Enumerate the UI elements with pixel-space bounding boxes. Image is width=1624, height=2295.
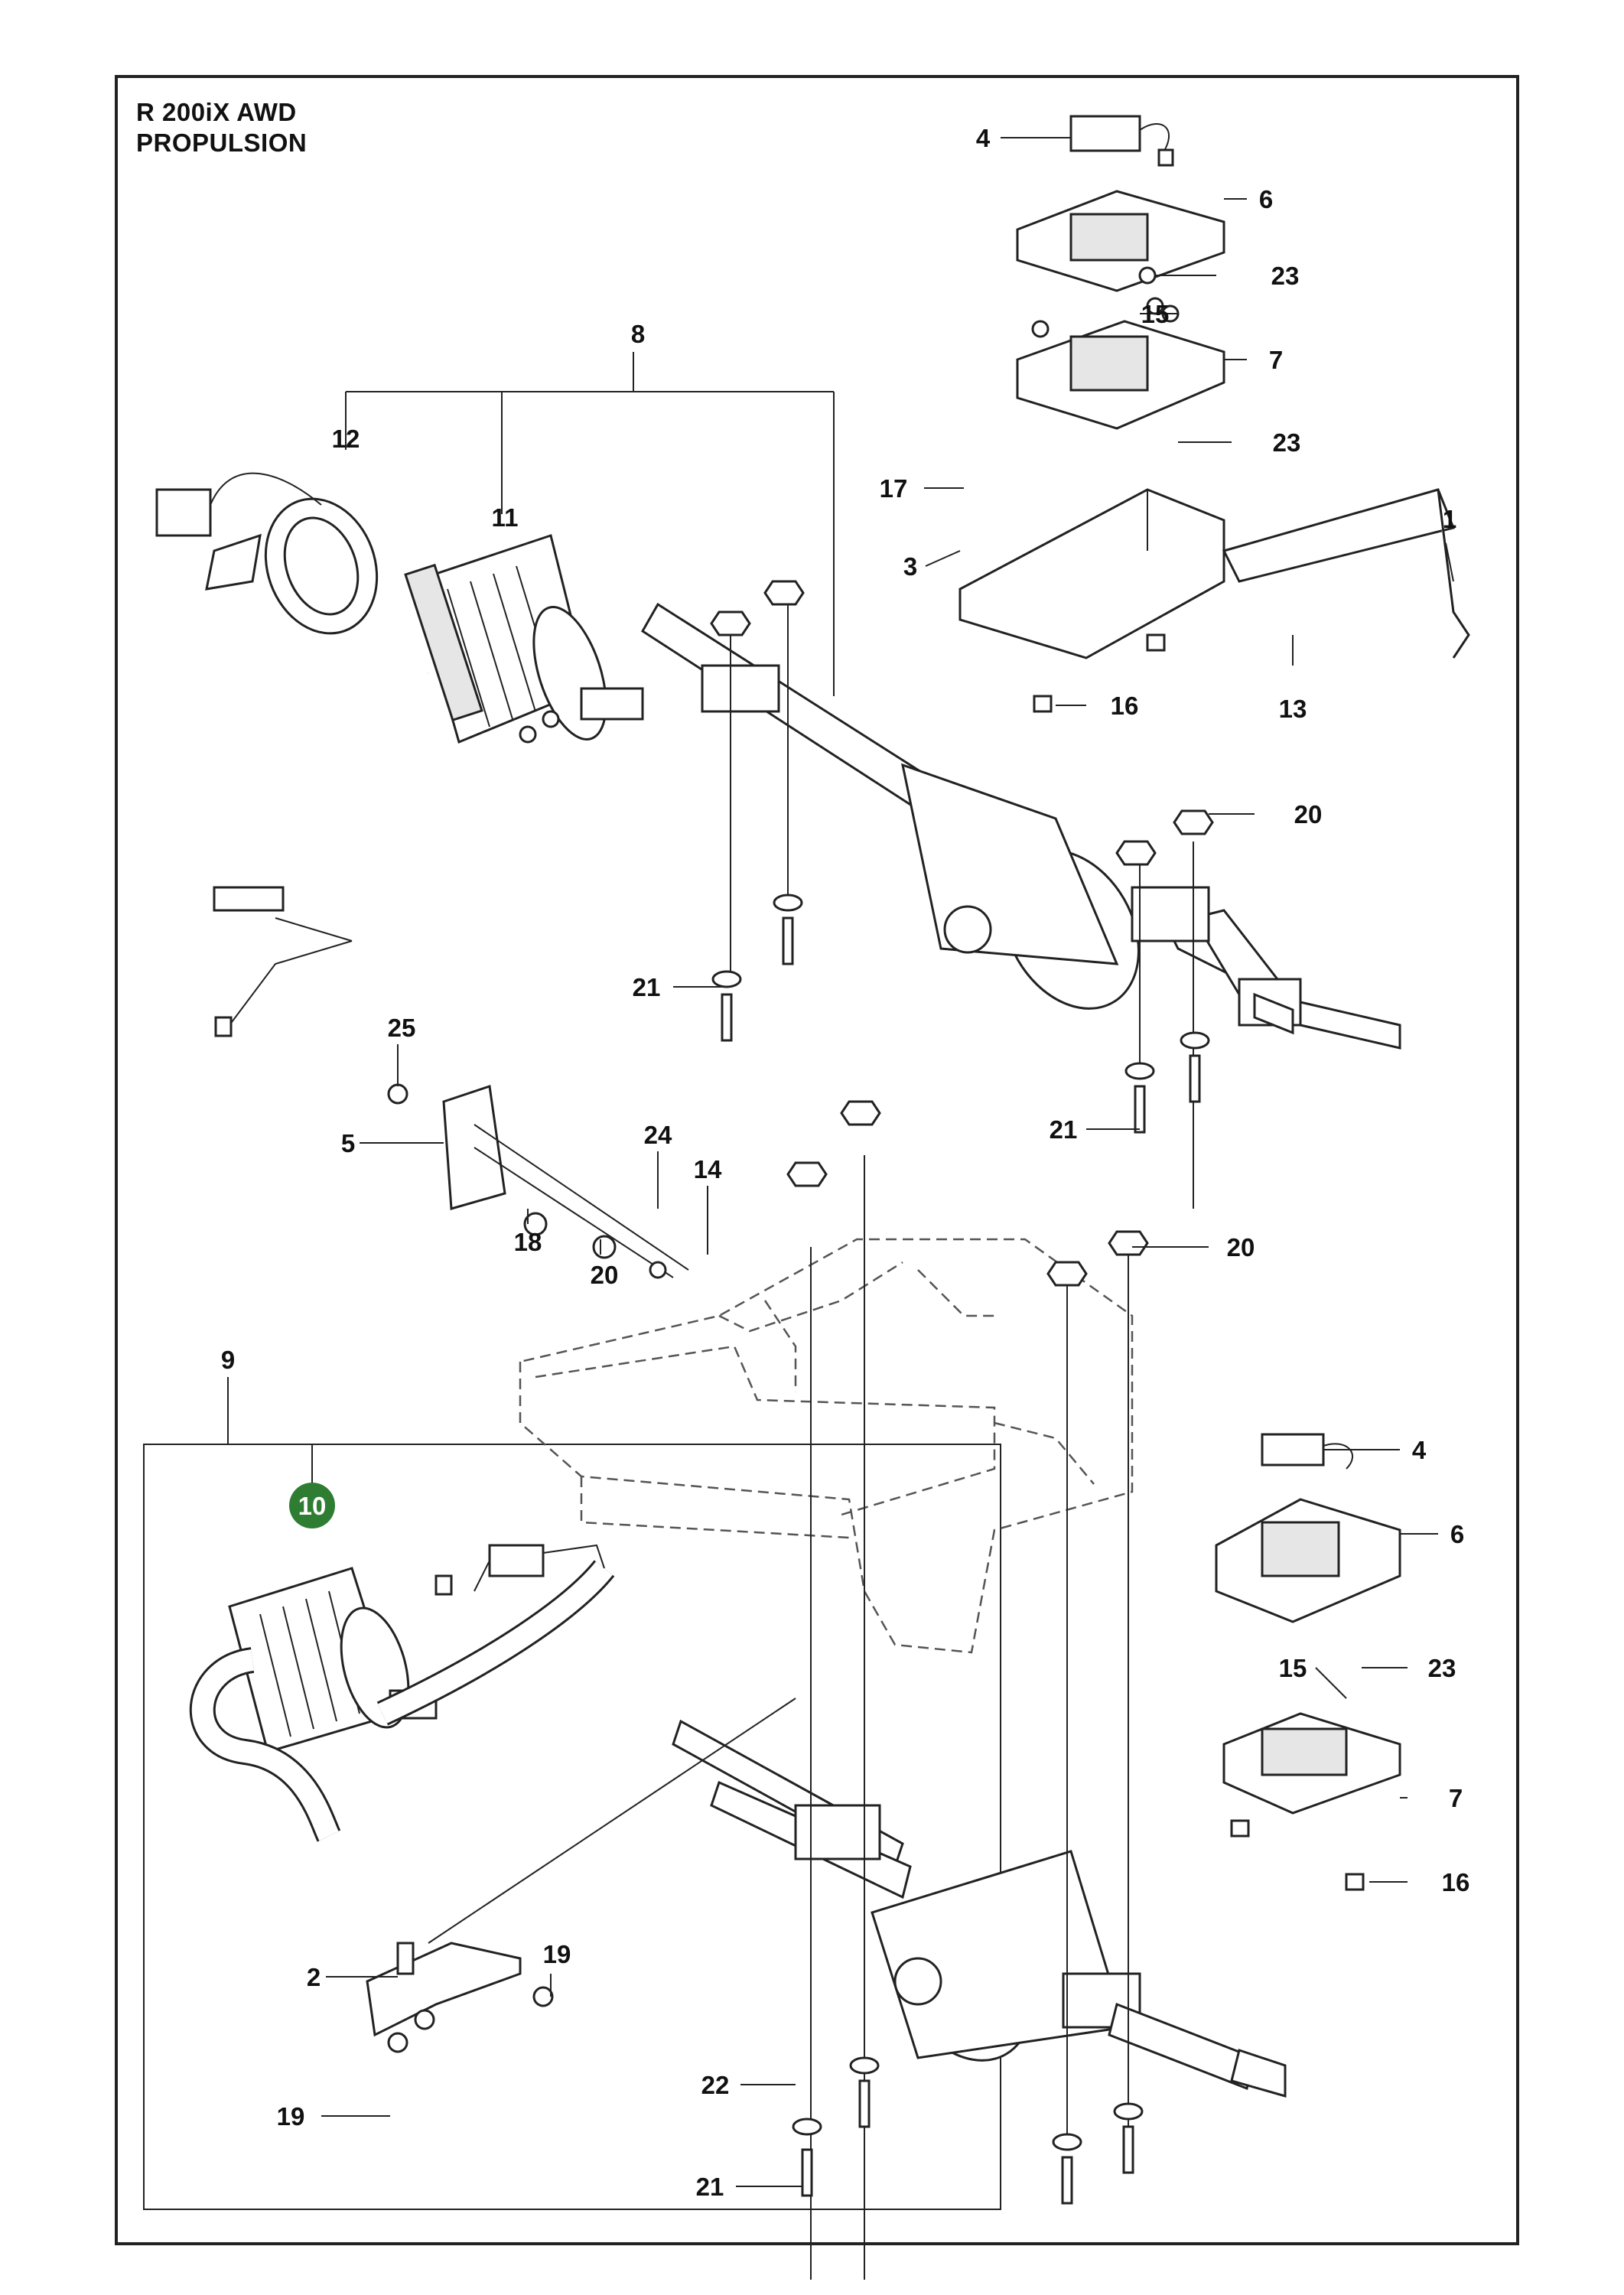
bracket-5 <box>387 1083 689 1279</box>
axle-upper <box>640 602 1401 1050</box>
controller-upper <box>958 115 1470 713</box>
callout-23-lower: 23 <box>1428 1654 1456 1682</box>
callout-24: 24 <box>644 1121 672 1149</box>
motor-upper <box>404 534 644 744</box>
callout-5: 5 <box>341 1129 355 1157</box>
callout-7-lower: 7 <box>1449 1784 1463 1812</box>
callout-14: 14 <box>694 1155 722 1183</box>
callout-18: 18 <box>514 1228 542 1256</box>
callout-11: 11 <box>492 503 519 532</box>
connector-12 <box>155 472 379 635</box>
callout-20-lower: 20 <box>1227 1233 1255 1261</box>
callout-4-lower: 4 <box>1412 1436 1427 1464</box>
callout-21-upper-left: 21 <box>633 973 661 1001</box>
leader-lines <box>321 137 1454 2187</box>
bracket-8 <box>345 352 835 696</box>
callout-22: 22 <box>701 2071 730 2099</box>
diagram-subtitle: PROPULSION <box>136 129 308 157</box>
callout-19-left: 19 <box>277 2102 305 2131</box>
callout-17: 17 <box>880 474 908 503</box>
callout-3: 3 <box>903 552 917 581</box>
callout-9: 9 <box>221 1346 235 1374</box>
bracket-9 <box>143 1377 1001 2210</box>
callout-6-upper: 6 <box>1259 185 1273 213</box>
callout-25: 25 <box>388 1014 416 1042</box>
controller-lower <box>1215 1433 1401 1891</box>
callout-12: 12 <box>332 425 360 453</box>
axle-lower <box>672 1719 1287 2098</box>
diagram-title: R 200iX AWD <box>136 98 297 126</box>
callout-21-lower: 21 <box>696 2173 724 2201</box>
hardware-lower <box>792 2056 1144 2205</box>
callout-16-upper: 16 <box>1111 692 1139 720</box>
callout-1: 1 <box>1443 505 1456 533</box>
callout-15-upper: 15 <box>1141 300 1170 328</box>
hardware-upper <box>710 580 1214 1287</box>
callout-20-mid: 20 <box>591 1261 619 1289</box>
callout-4-upper: 4 <box>976 124 991 152</box>
callout-21-upper-right: 21 <box>1050 1115 1078 1144</box>
callout-23-top: 23 <box>1271 262 1300 290</box>
callout-16-lower: 16 <box>1442 1868 1470 1896</box>
callout-20-upper: 20 <box>1294 800 1323 828</box>
page-border <box>115 75 1519 2245</box>
highlight-badge <box>289 1483 335 1528</box>
callout-8: 8 <box>631 320 645 348</box>
callout-2: 2 <box>307 1963 321 1991</box>
callout-6-lower: 6 <box>1450 1520 1464 1548</box>
bracket-2 <box>366 1942 554 2053</box>
callout-23-mid: 23 <box>1273 428 1301 457</box>
callout-15-lower: 15 <box>1279 1654 1307 1682</box>
callout-19-right: 19 <box>543 1940 571 1968</box>
chassis-frame-dashed <box>519 1238 1134 1654</box>
fastener-lines <box>730 604 1194 2280</box>
callout-13: 13 <box>1279 695 1307 723</box>
callout-10: 10 <box>298 1492 327 1520</box>
callout-labels: 1 2 3 4 4 5 6 6 7 7 8 9 10 11 12 13 14 1… <box>221 124 1470 2201</box>
callout-7-upper: 7 <box>1269 346 1283 374</box>
motor-lower <box>228 1567 438 1753</box>
